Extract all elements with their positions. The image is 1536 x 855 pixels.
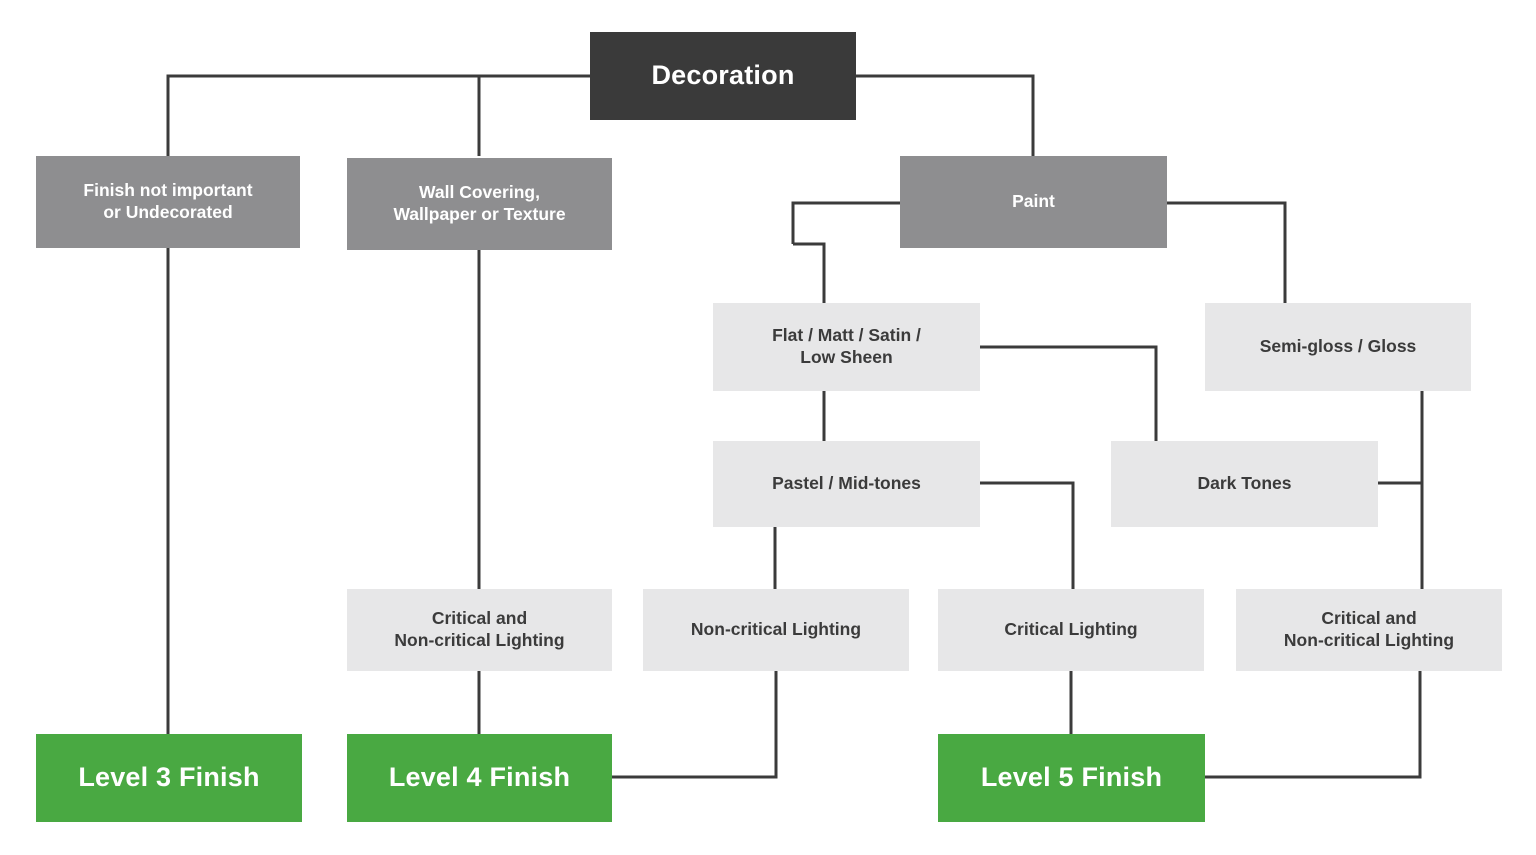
edge-paint-flat-drop: [793, 242, 826, 303]
node-pastel-mid-tones[interactable]: Pastel / Mid-tones: [713, 441, 980, 527]
edge-gloss-lighting-to-level5: [1205, 671, 1422, 779]
node-finish-not-important[interactable]: Finish not important or Undecorated: [36, 156, 300, 248]
edge-flat-to-dark: [980, 345, 1158, 441]
node-lighting-gloss[interactable]: Critical and Non-critical Lighting: [1236, 589, 1502, 671]
edge-paint-to-flat: [791, 201, 900, 244]
node-paint[interactable]: Paint: [900, 156, 1167, 248]
edge-root-to-undecorated: [166, 74, 590, 156]
node-dark-tones[interactable]: Dark Tones: [1111, 441, 1378, 527]
node-flat-matt-satin-low-sheen[interactable]: Flat / Matt / Satin / Low Sheen: [713, 303, 980, 391]
node-non-critical-lighting[interactable]: Non-critical Lighting: [643, 589, 909, 671]
node-level-5-finish[interactable]: Level 5 Finish: [938, 734, 1205, 822]
edge-root-to-paint: [856, 74, 1035, 156]
node-level-3-finish[interactable]: Level 3 Finish: [36, 734, 302, 822]
node-critical-lighting[interactable]: Critical Lighting: [938, 589, 1204, 671]
edge-noncritical-to-level4: [612, 671, 778, 779]
node-semi-gloss-gloss[interactable]: Semi-gloss / Gloss: [1205, 303, 1471, 391]
node-level-4-finish[interactable]: Level 4 Finish: [347, 734, 612, 822]
edge-paint-to-semigloss: [1167, 201, 1287, 303]
node-decoration[interactable]: Decoration: [590, 32, 856, 120]
edge-pastel-to-critical: [980, 481, 1075, 589]
node-lighting-wall-covering[interactable]: Critical and Non-critical Lighting: [347, 589, 612, 671]
node-wall-covering[interactable]: Wall Covering, Wallpaper or Texture: [347, 158, 612, 250]
